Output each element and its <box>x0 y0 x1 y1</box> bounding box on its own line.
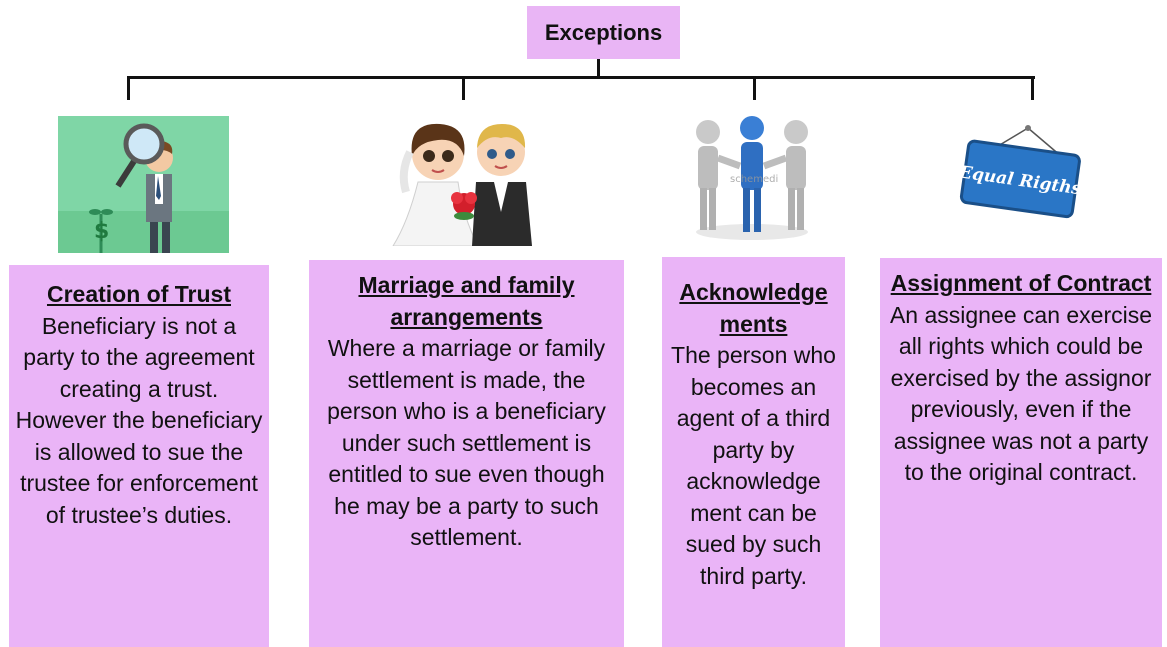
connector-drop-4 <box>1031 76 1034 100</box>
branch-text: The person who becomes an agent of a thi… <box>671 342 836 589</box>
connector-drop-1 <box>127 76 130 100</box>
branch-text: Where a marriage or family settlement is… <box>327 335 606 550</box>
branch-text: An assignee can exercise all rights whic… <box>889 301 1153 486</box>
root-node-exceptions: Exceptions <box>527 6 680 59</box>
svg-text:$: $ <box>94 219 109 244</box>
bride-groom-illustration <box>388 112 538 246</box>
branch-card-marriage-family: Marriage and family arrangements Where a… <box>309 260 624 647</box>
branch-text: Beneficiary is not a party to the agreem… <box>15 312 263 528</box>
branch-heading: Marriage and family arrangements <box>358 272 575 330</box>
branch-heading: Creation of Trust <box>46 281 231 307</box>
root-label: Exceptions <box>544 19 663 45</box>
branch-heading: Acknowledge ments <box>679 279 828 337</box>
branch-card-assignment-contract: Assignment of Contract An assignee can e… <box>880 258 1162 647</box>
connector-drop-2 <box>462 76 465 100</box>
connector-horizontal <box>127 76 1035 79</box>
equal-rights-sign-illustration: Equal Rigths <box>958 122 1084 222</box>
connector-drop-3 <box>753 76 756 100</box>
connector-stem <box>597 59 600 77</box>
acknowledgement-illustration: schemedi <box>690 114 814 242</box>
branch-card-creation-of-trust: Creation of Trust Beneficiary is not a p… <box>9 265 269 647</box>
branch-heading: Assignment of Contract <box>890 270 1152 296</box>
trust-illustration: $ <box>58 116 229 253</box>
branch-card-acknowledgements: Acknowledge ments The person who becomes… <box>662 257 845 647</box>
watermark-text: schemedi <box>730 174 778 185</box>
